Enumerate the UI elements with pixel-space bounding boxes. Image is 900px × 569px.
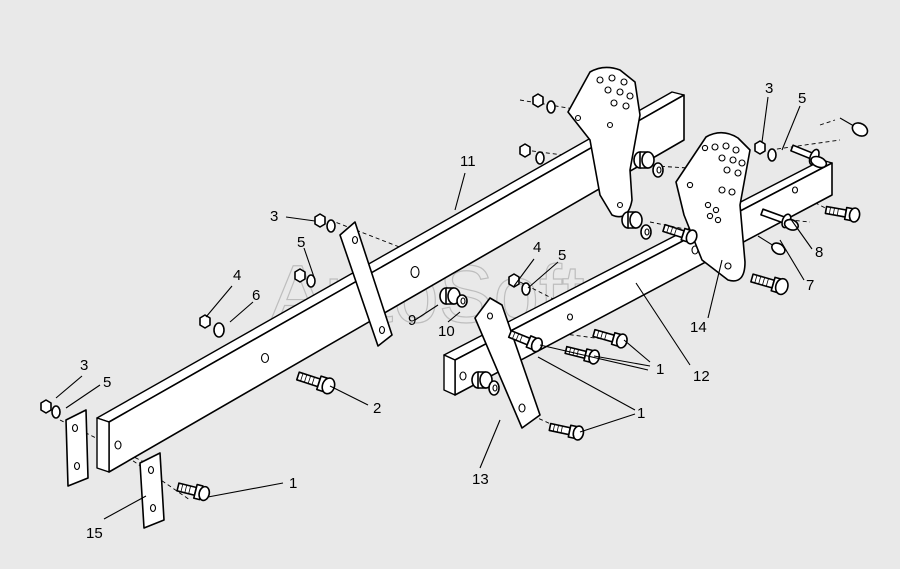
callout-5-right: 5: [798, 90, 806, 107]
callout-1-middle: 1: [656, 361, 664, 378]
rear-bracket-plate: [567, 66, 641, 218]
bushings-parts-9-10: [439, 151, 664, 396]
callout-3-right: 3: [765, 80, 773, 97]
callout-4-center: 4: [533, 239, 541, 256]
callout-6: 6: [252, 287, 260, 304]
callout-5-mid: 5: [558, 247, 566, 264]
callout-1-lower: 1: [637, 405, 645, 422]
callout-5-center: 5: [297, 234, 305, 251]
callout-3-left: 3: [80, 357, 88, 374]
callout-5-left: 5: [103, 374, 111, 391]
callout-1-left: 1: [289, 475, 297, 492]
callout-3-center: 3: [270, 208, 278, 225]
end-plates-part-15: [65, 409, 165, 529]
bracket-plate-part-14: [675, 131, 751, 282]
callout-14: 14: [690, 319, 707, 336]
callout-4-left: 4: [233, 267, 241, 284]
callout-8: 8: [815, 244, 823, 261]
callout-13: 13: [472, 471, 489, 488]
strap-part-13: [474, 297, 541, 429]
nuts-and-washers: [40, 93, 777, 419]
pins-parts-7-8: [757, 117, 869, 256]
leader-lines: [55, 96, 813, 520]
callout-numbers: 1 1 1 2 3 3 3 4 4 5 5 5 5 6 7 8 9 10 11 …: [80, 80, 823, 542]
clamp-plate: [339, 221, 393, 347]
callout-12: 12: [693, 368, 710, 385]
callout-7: 7: [806, 277, 814, 294]
callout-10: 10: [438, 323, 455, 340]
callout-2: 2: [373, 400, 381, 417]
bolts: [176, 205, 861, 502]
upper-beam-part-11: [96, 91, 685, 473]
callout-11: 11: [460, 153, 476, 170]
callout-9: 9: [408, 312, 416, 329]
callout-15: 15: [86, 525, 103, 542]
